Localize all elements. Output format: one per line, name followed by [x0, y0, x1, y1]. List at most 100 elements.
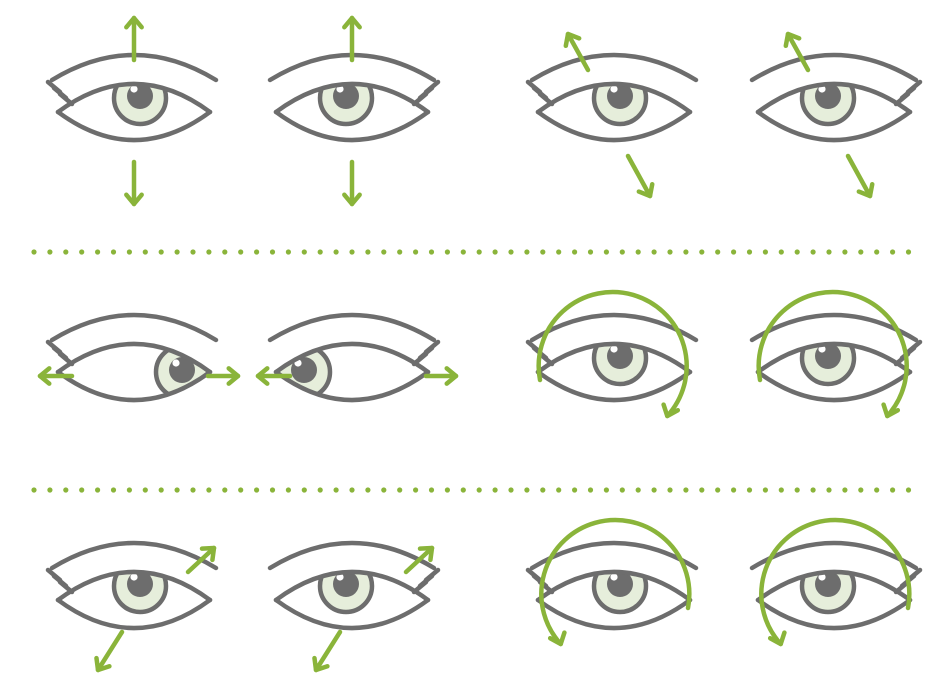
- up-left-arrow: [783, 31, 811, 73]
- arrow-shaft: [95, 629, 125, 673]
- separator-dot: [206, 487, 212, 493]
- separator-dot: [365, 249, 371, 255]
- arrow-head: [226, 366, 241, 386]
- separator-dot: [238, 249, 244, 255]
- separator-dot: [254, 249, 260, 255]
- separator-dot: [715, 249, 721, 255]
- eyelash: [45, 79, 63, 95]
- separator-dot: [381, 249, 387, 255]
- row-3: [45, 517, 923, 673]
- separator-dot: [317, 249, 323, 255]
- separator-dot: [285, 249, 291, 255]
- look-up-down-right: [267, 15, 441, 207]
- separator-dot: [762, 249, 769, 255]
- separator-dot: [746, 249, 753, 255]
- upper-eyelid: [55, 81, 213, 115]
- arrow-arc: [756, 289, 909, 419]
- separator-dot: [142, 249, 148, 255]
- separator-dot: [890, 487, 896, 493]
- separator-dot: [126, 249, 132, 255]
- up-arrow: [124, 15, 144, 63]
- down-right-arrow: [625, 153, 655, 199]
- up-right-arrow: [185, 545, 217, 575]
- look-lr-right: [255, 312, 459, 403]
- separator-dot: [874, 487, 880, 493]
- separator-dot: [699, 249, 705, 255]
- separator-dot: [731, 487, 737, 493]
- separator-dot: [47, 487, 53, 493]
- up-left-arrow: [563, 31, 591, 73]
- diagonal-a-right: [749, 31, 923, 199]
- separator-dot: [428, 249, 435, 255]
- separator-dot: [269, 487, 276, 493]
- down-left-arrow: [94, 629, 125, 673]
- separator-dot: [47, 249, 53, 255]
- separator-dot: [206, 249, 212, 255]
- separator-dot: [31, 249, 37, 255]
- arrow-head: [199, 545, 217, 563]
- iris-group: [799, 571, 857, 615]
- separator-dot: [333, 249, 339, 255]
- roll-clockwise: [525, 289, 923, 419]
- arrow-shaft: [313, 629, 343, 673]
- separator-dot: [572, 249, 578, 255]
- arrow-shaft: [845, 153, 873, 199]
- left-arrow: [255, 366, 293, 386]
- separator-dot: [476, 487, 482, 493]
- separator-dot: [858, 249, 864, 255]
- pupil-highlight: [336, 573, 344, 581]
- separator-dot: [413, 487, 419, 493]
- separator-dot: [158, 487, 164, 493]
- separator-dot: [651, 249, 657, 255]
- separator-dot: [905, 487, 912, 493]
- separator-dot: [635, 249, 641, 255]
- separator-dot: [254, 487, 260, 493]
- circular-clockwise-arrow: [756, 289, 909, 419]
- eyebrow: [267, 312, 437, 343]
- eyebrow: [49, 540, 219, 571]
- separator-dot: [619, 249, 625, 255]
- separator-dot: [174, 487, 180, 493]
- down-left-arrow: [312, 629, 343, 673]
- upper-eyelid: [273, 81, 431, 115]
- lower-eyelid: [273, 109, 431, 143]
- arrow-head: [417, 545, 435, 563]
- roll-cw-left: [525, 289, 699, 419]
- eyelash: [423, 567, 441, 583]
- separator-dot: [699, 487, 705, 493]
- eyelash: [45, 339, 63, 355]
- eyelash: [525, 339, 543, 355]
- iris-group: [591, 83, 649, 127]
- circular-counterclockwise-arrow: [759, 517, 912, 647]
- separator-dot: [349, 487, 355, 493]
- separator-dot: [635, 487, 641, 493]
- pupil-highlight: [130, 573, 138, 581]
- separator-dot: [269, 249, 276, 255]
- separator-dot: [572, 487, 578, 493]
- separator-dot: [556, 249, 562, 255]
- iris-group: [317, 571, 375, 615]
- separator-dot: [222, 487, 228, 493]
- lower-eyelid: [535, 369, 693, 403]
- pupil-highlight: [818, 573, 826, 581]
- separator-dot: [508, 249, 514, 255]
- iris-group: [111, 571, 169, 615]
- separator-dot: [619, 487, 625, 493]
- separator-dot: [317, 487, 323, 493]
- roll-ccw-left: [525, 517, 699, 647]
- roll-cw-right: [749, 289, 923, 419]
- eyebrow: [749, 52, 919, 83]
- arrow-head: [312, 655, 330, 673]
- eyelash: [905, 567, 923, 583]
- arrow-head: [342, 192, 362, 207]
- separator-dot: [110, 487, 117, 493]
- row-1: [45, 15, 923, 207]
- eyebrow: [529, 52, 699, 83]
- separator-dot: [444, 249, 450, 255]
- separator-dot: [63, 249, 69, 255]
- diagonal-b-left: [45, 540, 219, 673]
- lower-eyelid: [755, 109, 913, 143]
- upper-eyelid: [535, 569, 693, 603]
- look-lr-left: [37, 312, 241, 403]
